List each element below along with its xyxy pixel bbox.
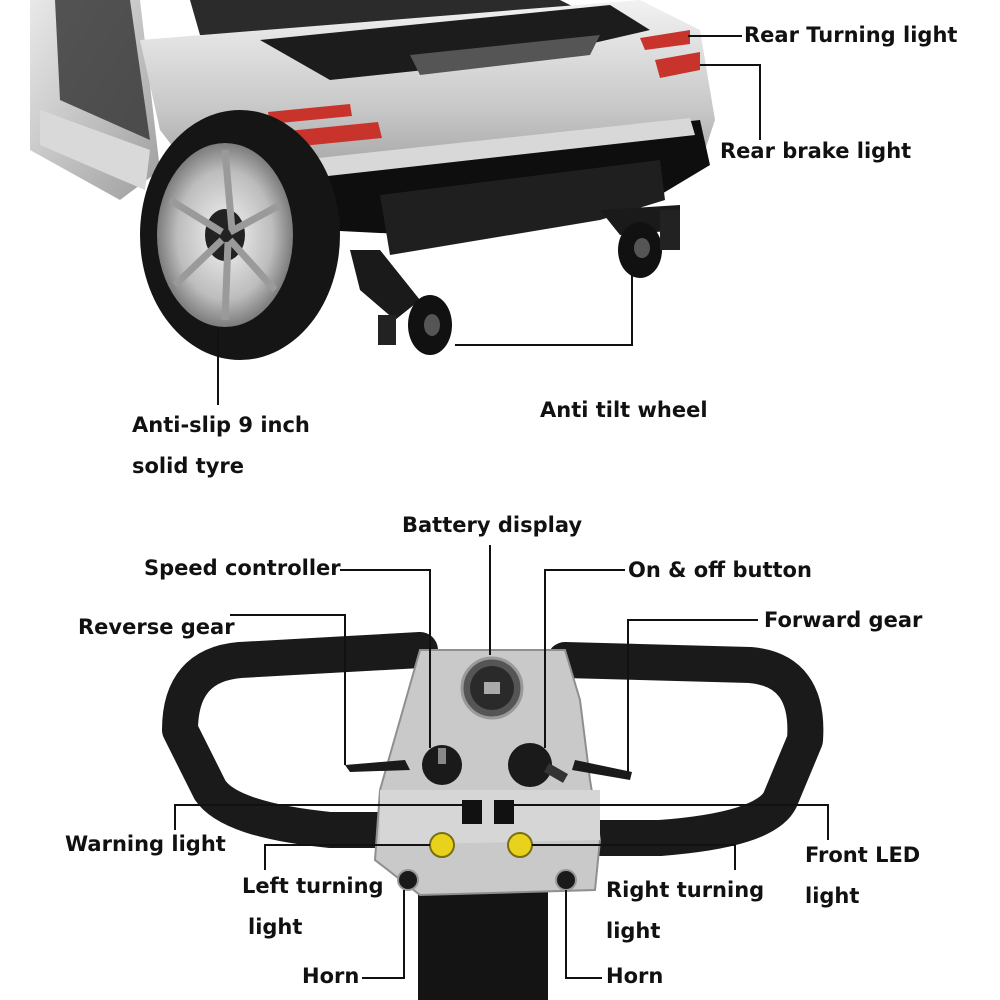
label-on-off-button: On & off button bbox=[628, 558, 812, 582]
label-battery-display: Battery display bbox=[402, 513, 583, 537]
battery-display-gauge bbox=[460, 656, 524, 720]
leader-anti-tilt-wheel bbox=[455, 270, 633, 346]
label-horn-left: Horn bbox=[302, 964, 360, 988]
label-right-turning-1: Right turning bbox=[606, 878, 765, 902]
label-reverse-gear: Reverse gear bbox=[78, 615, 235, 639]
label-front-led-1: Front LED bbox=[805, 843, 921, 867]
leader-rear-brake-light bbox=[700, 64, 761, 140]
label-left-turning-1: Left turning bbox=[242, 874, 384, 898]
label-speed-controller: Speed controller bbox=[144, 556, 341, 580]
reverse-gear-lever bbox=[345, 760, 410, 772]
label-rear-brake-light: Rear brake light bbox=[720, 139, 912, 163]
label-right-turning-2: light bbox=[606, 919, 661, 943]
rear-grille bbox=[380, 160, 665, 255]
label-anti-tilt-wheel: Anti tilt wheel bbox=[540, 398, 708, 422]
label-anti-slip-tyre-1: Anti-slip 9 inch bbox=[132, 413, 310, 437]
rear-turning-light-mark bbox=[640, 30, 690, 50]
front-led-switch bbox=[494, 800, 514, 824]
handlebar-grip bbox=[162, 632, 824, 856]
leader-reverse-gear bbox=[230, 614, 346, 765]
rear-wheel bbox=[140, 110, 340, 360]
leader-on-off-button bbox=[544, 569, 625, 748]
label-left-turning-2: light bbox=[248, 915, 303, 939]
scooter-side-panel bbox=[30, 0, 160, 200]
label-warning-light: Warning light bbox=[65, 832, 226, 856]
anti-tilt-wheel-left bbox=[350, 250, 452, 355]
leader-right-turning bbox=[532, 844, 736, 870]
label-front-led-2: light bbox=[805, 884, 860, 908]
speed-controller-knob bbox=[422, 745, 462, 785]
rear-recess bbox=[260, 5, 650, 80]
anti-tilt-wheel-right bbox=[600, 205, 680, 278]
leader-speed-controller bbox=[340, 569, 431, 748]
forward-gear-lever bbox=[572, 760, 632, 780]
warning-light-switch bbox=[462, 800, 482, 824]
leader-front-led bbox=[514, 804, 829, 840]
label-anti-slip-tyre-2: solid tyre bbox=[132, 454, 244, 478]
label-horn-right: Horn bbox=[606, 964, 664, 988]
leader-horn-left bbox=[362, 890, 405, 979]
leader-forward-gear bbox=[627, 619, 758, 772]
leader-horn-right bbox=[565, 890, 602, 979]
leader-left-turning bbox=[264, 844, 430, 870]
horn-button-left bbox=[397, 869, 419, 891]
label-forward-gear: Forward gear bbox=[764, 608, 923, 632]
tiller-column bbox=[418, 880, 548, 1000]
on-off-key bbox=[508, 743, 569, 787]
label-rear-turning-light: Rear Turning light bbox=[744, 23, 958, 47]
leader-warning-light bbox=[174, 804, 462, 830]
